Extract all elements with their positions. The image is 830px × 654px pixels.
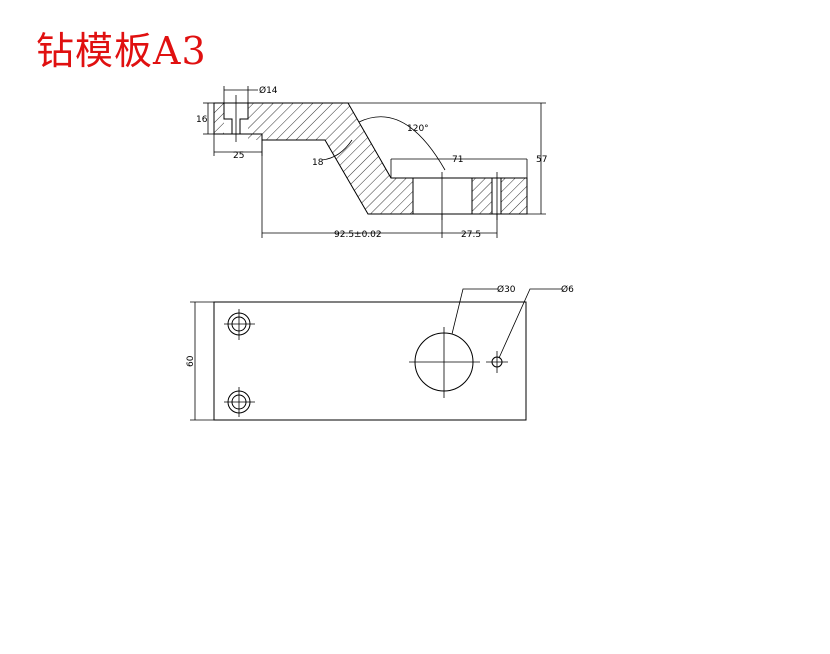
- counterbore: [223, 103, 249, 134]
- dim-w71: 71: [390, 155, 528, 178]
- section-hatch-right-a: [472, 178, 492, 214]
- dim-w71-text: 71: [452, 155, 463, 165]
- dim-h16: 16: [196, 102, 214, 135]
- hole-bottom-left: [224, 387, 255, 417]
- dim-h60: 60: [186, 301, 214, 421]
- dim-a120-text: 120°: [407, 124, 429, 134]
- dim-w92-text: 92.5±0.02: [334, 230, 382, 240]
- hole-d6: [486, 351, 508, 373]
- bore-d30: [409, 327, 480, 398]
- section-hatch-body: [248, 103, 413, 214]
- dim-w18-text: 18: [312, 158, 324, 168]
- section-outline: [213, 102, 528, 215]
- dim-a120: 120°: [358, 116, 446, 171]
- leader-d30: Ø30: [451, 284, 516, 335]
- dim-h60-text: 60: [186, 355, 196, 367]
- dim-w27-text: 27.5: [461, 230, 481, 240]
- dim-d6-text: Ø6: [561, 284, 574, 295]
- section-hatch-right-b: [501, 178, 527, 214]
- dim-w18: 18: [312, 139, 353, 168]
- dim-w92: 92.5±0.02 27.5: [261, 140, 498, 240]
- dim-d14-text: Ø14: [259, 85, 278, 96]
- section-hatch-left: [214, 103, 224, 134]
- dim-d14: Ø14: [223, 85, 278, 103]
- dim-w25-text: 25: [233, 151, 244, 161]
- plate-outline: [213, 301, 527, 421]
- drawing-title: 钻模板A3: [36, 29, 207, 73]
- leader-d6: Ø6: [498, 284, 574, 359]
- section-view: Ø14 16 25 120° 18: [196, 85, 547, 240]
- dim-h57: 57: [348, 102, 547, 215]
- dim-h57-text: 57: [536, 155, 547, 165]
- dim-d30-text: Ø30: [497, 284, 516, 295]
- hole-top-left: [224, 309, 255, 340]
- dim-h16-text: 16: [196, 115, 208, 125]
- plan-view: Ø30 Ø6 60: [186, 284, 574, 421]
